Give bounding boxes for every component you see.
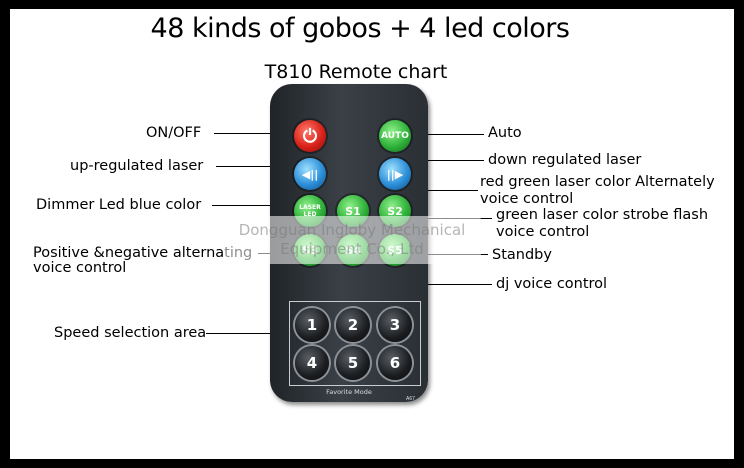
label-pos-neg-2: voice control bbox=[33, 260, 127, 276]
label-dj: dj voice control bbox=[496, 276, 608, 292]
page-subtitle: T810 Remote chart bbox=[264, 61, 448, 83]
up-laser-button[interactable]: ◀|| bbox=[294, 158, 326, 190]
speed-button-3[interactable]: 3 bbox=[378, 308, 412, 342]
watermark-line-1: Dongguan Ingloby Mechanical bbox=[238, 221, 466, 239]
leader-down-laser bbox=[410, 160, 484, 161]
label-up-laser: up-regulated laser bbox=[70, 158, 204, 174]
label-dimmer: Dimmer Led blue color bbox=[36, 197, 202, 213]
watermark: Dongguan Ingloby Mechanical Equipment Co… bbox=[223, 216, 481, 264]
leader-on-off bbox=[214, 133, 294, 134]
leader-speed bbox=[206, 333, 290, 334]
label-green-strobe-2: voice control bbox=[496, 224, 590, 240]
auto-button[interactable]: AUTO bbox=[379, 120, 411, 152]
speed-button-5[interactable]: 5 bbox=[336, 346, 370, 380]
speed-button-1[interactable]: 1 bbox=[295, 308, 329, 342]
leader-up-laser bbox=[216, 166, 292, 167]
label-standby: Standby bbox=[492, 247, 552, 263]
speed-selection-area bbox=[289, 301, 421, 386]
label-auto: Auto bbox=[488, 125, 522, 141]
label-green-strobe-1: green laser color strobe flash bbox=[496, 207, 709, 223]
laser-led-label-1: LASER bbox=[299, 204, 321, 211]
leader-auto bbox=[410, 134, 484, 135]
down-laser-button[interactable]: ||▶ bbox=[379, 158, 411, 190]
model-label: A67 bbox=[406, 396, 415, 402]
label-on-off: ON/OFF bbox=[146, 125, 202, 141]
power-button[interactable]: ⏻ bbox=[294, 120, 326, 152]
leader-dimmer bbox=[212, 205, 294, 206]
laser-led-label-2: LED bbox=[303, 211, 317, 218]
label-red-green-2: voice control bbox=[480, 191, 574, 207]
label-red-green-1: red green laser color Alternately bbox=[480, 174, 715, 190]
label-pos-neg-1: Positive &negative alternating bbox=[33, 245, 253, 261]
speed-button-2[interactable]: 2 bbox=[336, 308, 370, 342]
speed-button-6[interactable]: 6 bbox=[378, 346, 412, 380]
page-title: 48 kinds of gobos + 4 led colors bbox=[150, 13, 570, 44]
label-down-laser: down regulated laser bbox=[488, 152, 642, 168]
speed-button-4[interactable]: 4 bbox=[295, 346, 329, 380]
label-speed: Speed selection area bbox=[54, 325, 207, 341]
watermark-line-2: Equipment Co., Ltd bbox=[280, 240, 424, 258]
favorite-mode-label: Favorite Mode bbox=[326, 388, 372, 396]
